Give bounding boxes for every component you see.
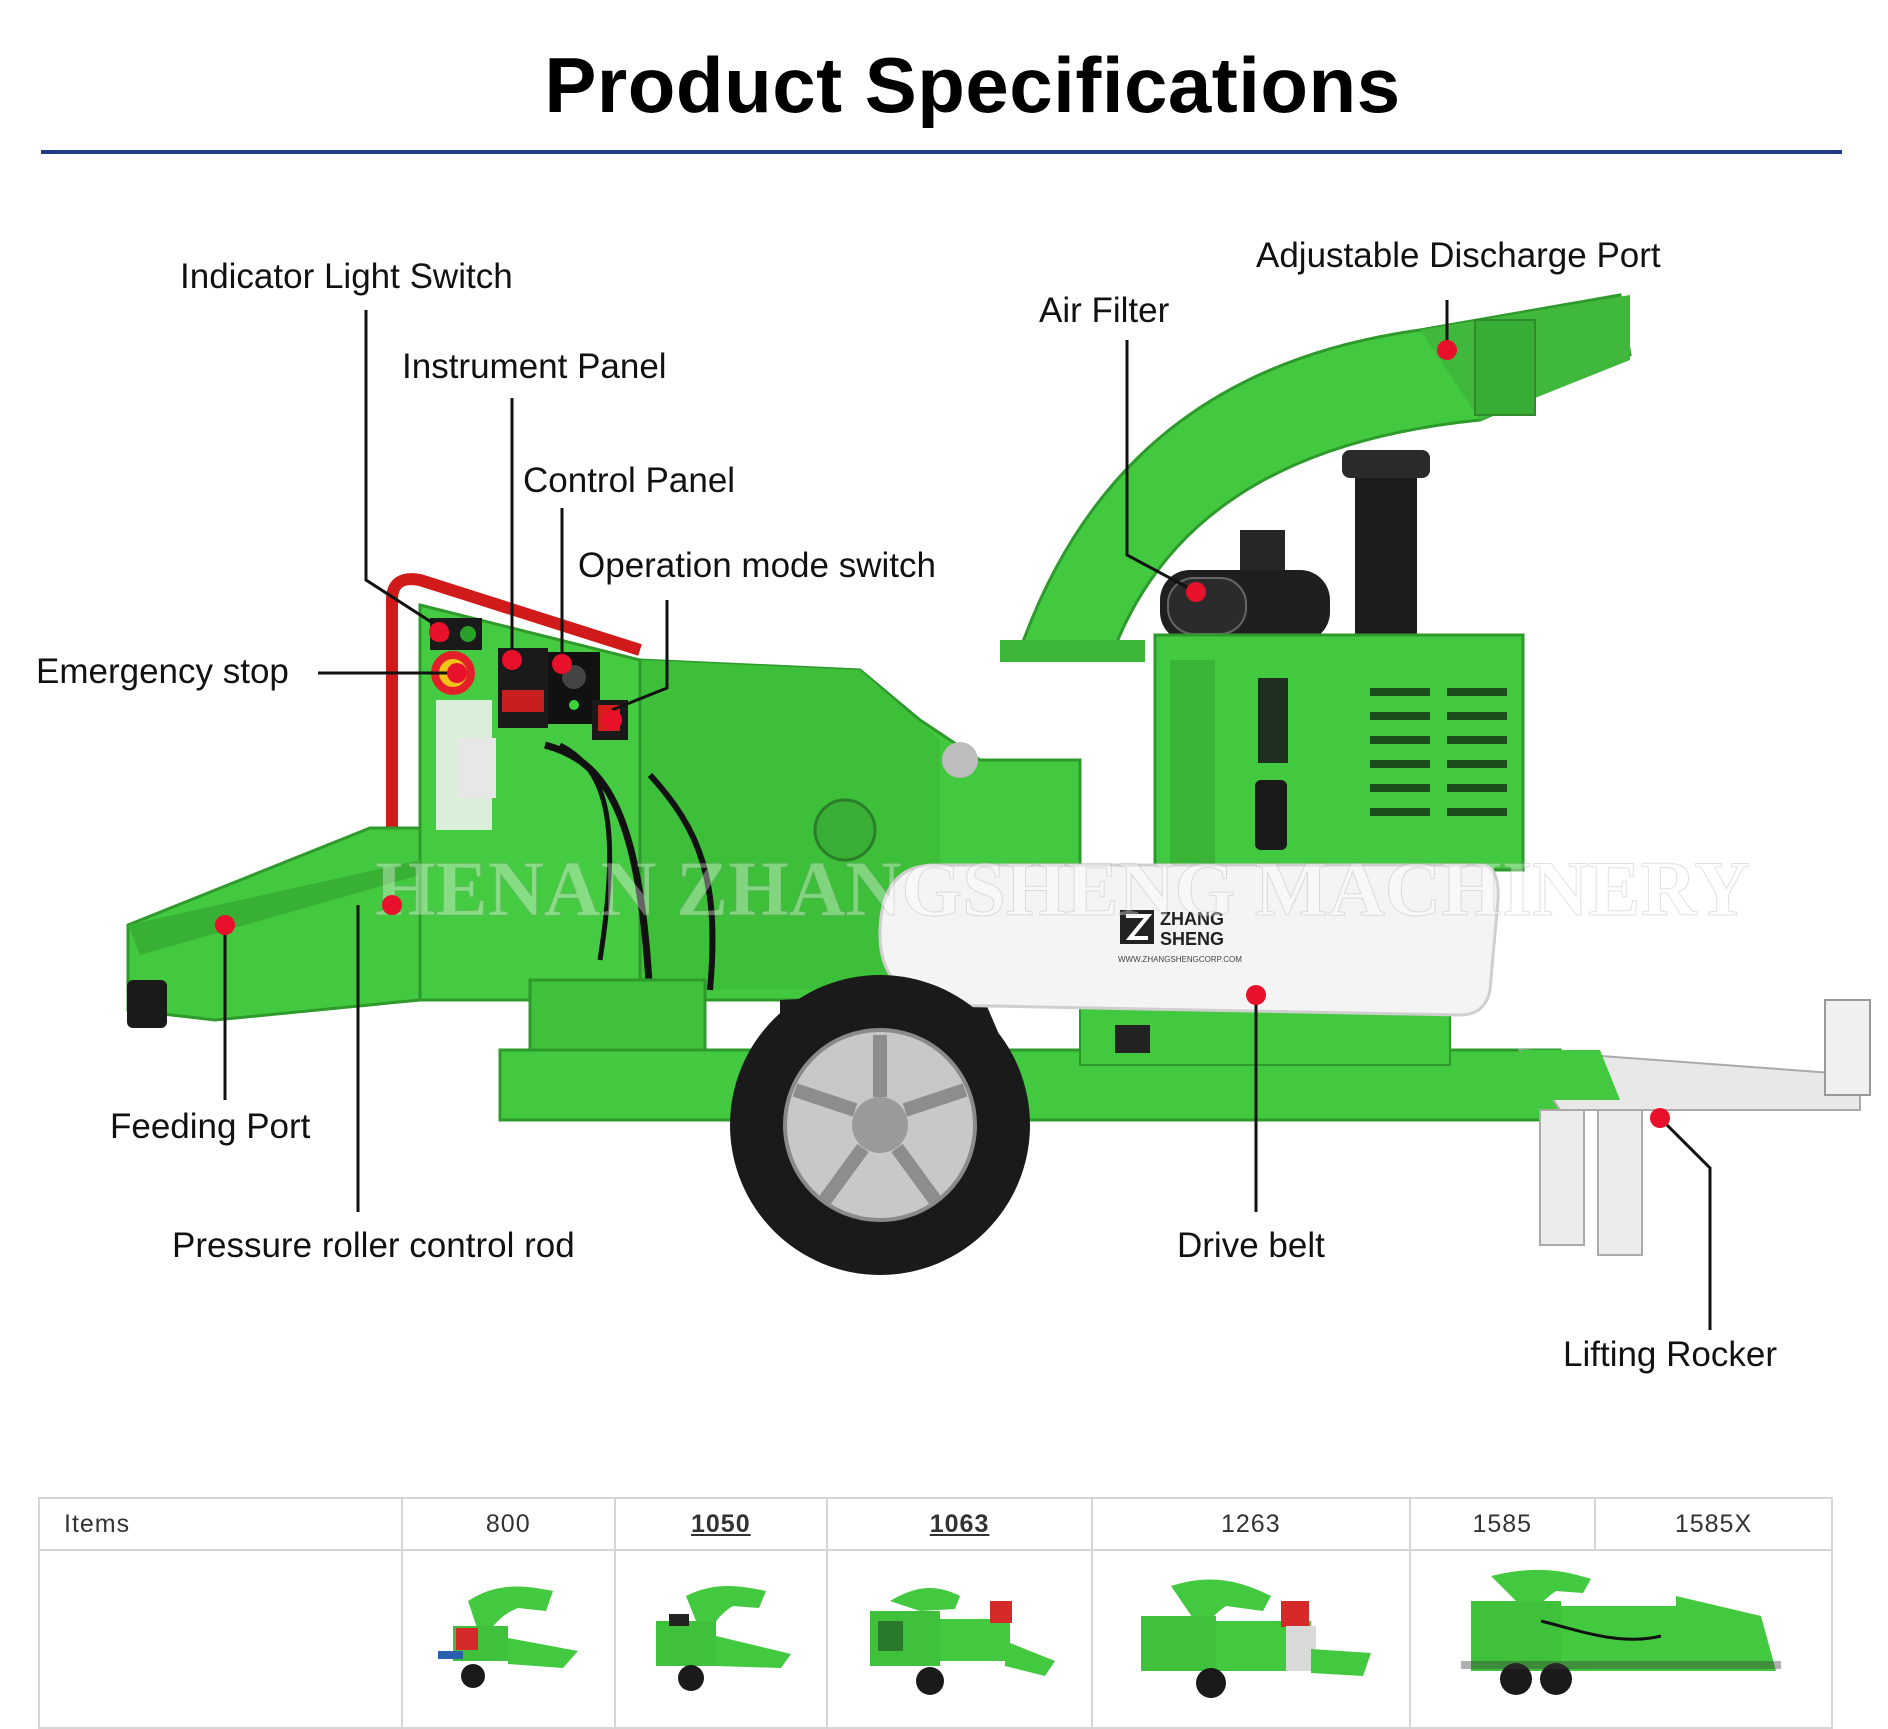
model-800-header: 800 [401, 1497, 616, 1551]
model-1063-header[interactable]: 1063 [826, 1497, 1094, 1551]
marker-dots [215, 340, 1670, 1128]
watermark-text: HENAN ZHANGSHENG MACHINERY [375, 845, 1750, 932]
label-air-filter: Air Filter [1039, 291, 1170, 330]
label-feeding-port: Feeding Port [110, 1107, 311, 1146]
empty-cell [38, 1549, 403, 1729]
model-1263-header: 1263 [1091, 1497, 1411, 1551]
brand-logo-line2: SHENG [1160, 929, 1224, 949]
label-indicator-light-switch: Indicator Light Switch [180, 257, 513, 296]
wood-chipper-illustration: ZHANG SHENG WWW.ZHANGSHENGCORP.COM HENAN… [126, 293, 1871, 1330]
model-1050-image [613, 1549, 829, 1729]
label-adjustable-discharge-port: Adjustable Discharge Port [1256, 236, 1661, 275]
label-operation-mode-switch: Operation mode switch [578, 546, 936, 585]
model-1585-image [1408, 1549, 1834, 1729]
label-lifting-rocker: Lifting Rocker [1563, 1335, 1777, 1374]
spec-table-header-row: Items 800 1050 1063 1263 1585 1585X [38, 1497, 1833, 1551]
label-pressure-roller-control-rod: Pressure roller control rod [172, 1226, 575, 1265]
title-divider [41, 150, 1842, 154]
model-1063-image [826, 1549, 1094, 1729]
items-header: Items [38, 1497, 403, 1551]
model-1050-header[interactable]: 1050 [613, 1497, 829, 1551]
model-1585-header: 1585 [1408, 1497, 1597, 1551]
model-800-image [401, 1549, 616, 1729]
brand-logo-line1: ZHANG [1160, 909, 1224, 929]
spec-table: Items 800 1050 1063 1263 1585 1585X [38, 1497, 1834, 1729]
model-1585x-header: 1585X [1594, 1497, 1833, 1551]
label-instrument-panel: Instrument Panel [402, 347, 667, 386]
model-1263-image [1091, 1549, 1411, 1729]
brand-url: WWW.ZHANGSHENGCORP.COM [1118, 955, 1242, 964]
label-drive-belt: Drive belt [1177, 1226, 1325, 1265]
label-control-panel: Control Panel [523, 461, 736, 500]
spec-table-image-row [38, 1549, 1834, 1729]
machine-diagram: ZHANG SHENG WWW.ZHANGSHENGCORP.COM HENAN… [36, 236, 1871, 1374]
page-title: Product Specifications [544, 41, 1401, 129]
label-emergency-stop: Emergency stop [36, 652, 289, 691]
